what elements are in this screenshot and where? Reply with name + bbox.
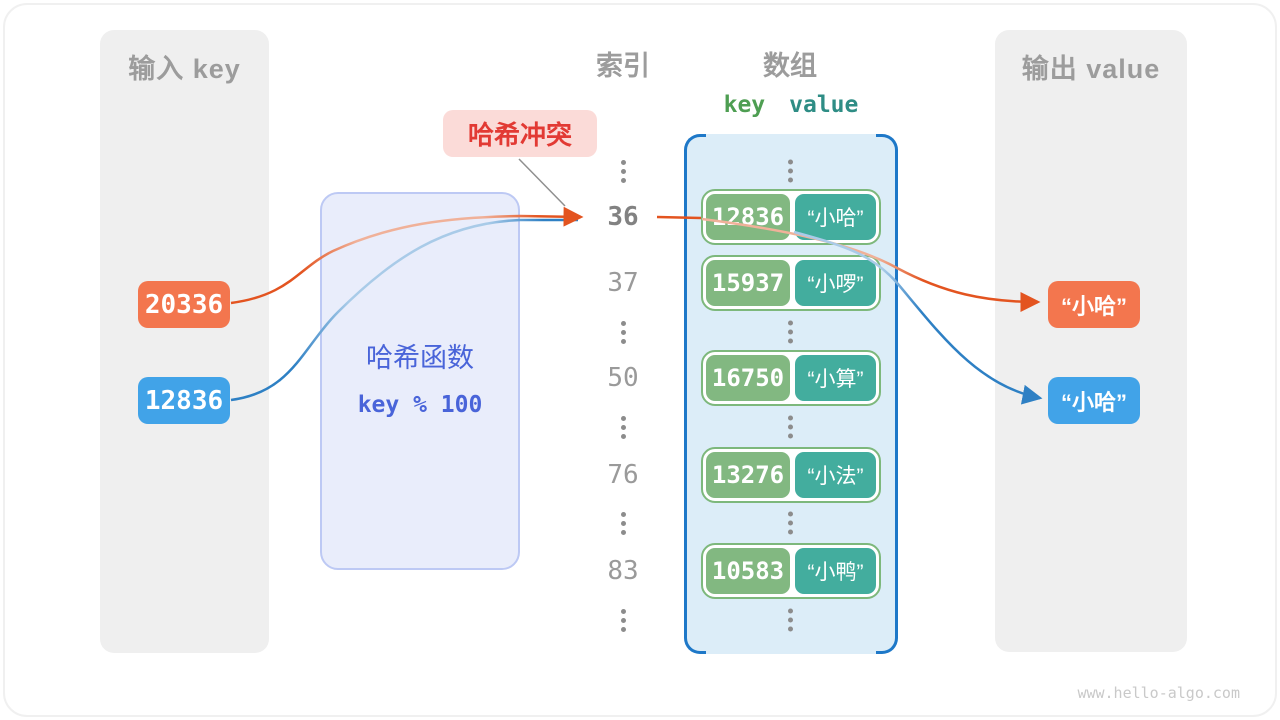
index-label-83: 83 (607, 556, 639, 586)
output-value-orange: “小哈” (1048, 281, 1140, 328)
index-ellipsis (573, 156, 673, 186)
array-ellipsis (740, 320, 840, 344)
array-ellipsis (740, 511, 840, 535)
array-ellipsis (740, 608, 840, 632)
pair-value: “小哈” (795, 194, 876, 240)
index-ellipsis (573, 508, 673, 538)
pair-key: 15937 (706, 260, 790, 306)
index-column-header: 索引 (596, 51, 650, 81)
key-value-pair-12836: 12836“小哈” (701, 189, 881, 245)
hash-function-box: 哈希函数 key % 100 (320, 192, 520, 570)
ellipsis-icon (787, 159, 793, 183)
key-value-pair-13276: 13276“小法” (701, 447, 881, 503)
array-ellipsis (740, 159, 840, 183)
key-value-pair-16750: 16750“小算” (701, 350, 881, 406)
ellipsis-icon (620, 416, 626, 439)
value-header-label: value (789, 92, 859, 118)
ellipsis-icon (787, 415, 793, 439)
index-ellipsis (573, 317, 673, 347)
pair-value: “小啰” (795, 260, 876, 306)
pair-value: “小法” (795, 452, 876, 498)
index-label-50: 50 (607, 363, 639, 393)
array-ellipsis (740, 415, 840, 439)
output-panel-title: 输出 value (1021, 54, 1161, 84)
ellipsis-icon (620, 609, 626, 632)
pair-key: 12836 (706, 194, 790, 240)
ellipsis-icon (787, 320, 793, 344)
ellipsis-icon (620, 160, 626, 183)
ellipsis-icon (787, 608, 793, 632)
pair-value: “小鸭” (795, 548, 876, 594)
input-panel-title: 输入 key (128, 54, 241, 84)
array-column-header: 数组 (763, 51, 817, 81)
site-watermark: www.hello-algo.com (1077, 684, 1240, 702)
array-bracket-left (684, 134, 706, 654)
hash-collision-label: 哈希冲突 (443, 110, 597, 157)
index-label-76: 76 (607, 460, 639, 490)
ellipsis-icon (620, 321, 626, 344)
key-value-pair-10583: 10583“小鸭” (701, 543, 881, 599)
input-key-panel: 输入 key (100, 30, 269, 653)
index-label-36: 36 (607, 202, 639, 232)
pair-key: 10583 (706, 548, 790, 594)
index-label-37: 37 (607, 268, 639, 298)
hash-function-title: 哈希函数 (366, 343, 474, 373)
key-value-pair-15937: 15937“小啰” (701, 255, 881, 311)
hash-function-formula: key % 100 (357, 392, 483, 418)
pair-value: “小算” (795, 355, 876, 401)
output-value-blue: “小哈” (1048, 377, 1140, 424)
pair-key: 16750 (706, 355, 790, 401)
index-ellipsis (573, 412, 673, 442)
key-header-label: key (723, 92, 766, 118)
array-key-value-header: key value (684, 92, 898, 118)
index-ellipsis (573, 605, 673, 635)
pair-key: 13276 (706, 452, 790, 498)
ellipsis-icon (620, 512, 626, 535)
input-key-12836: 12836 (138, 377, 230, 424)
ellipsis-icon (787, 511, 793, 535)
input-key-20336: 20336 (138, 281, 230, 328)
output-value-panel: 输出 value (995, 30, 1187, 652)
collision-callout-line (518, 158, 566, 207)
